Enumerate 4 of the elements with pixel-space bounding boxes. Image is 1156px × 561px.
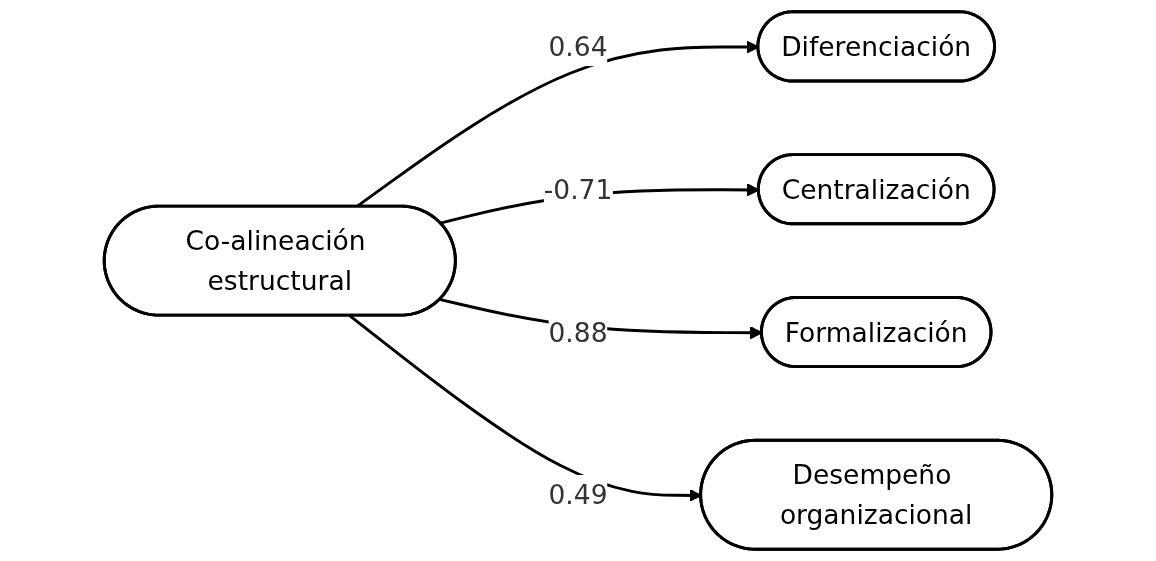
edge-label: 0.88 bbox=[548, 316, 608, 348]
edge-label: 0.64 bbox=[548, 30, 608, 62]
edge-label: -0.71 bbox=[543, 173, 613, 205]
edge-label: 0.49 bbox=[548, 479, 608, 511]
